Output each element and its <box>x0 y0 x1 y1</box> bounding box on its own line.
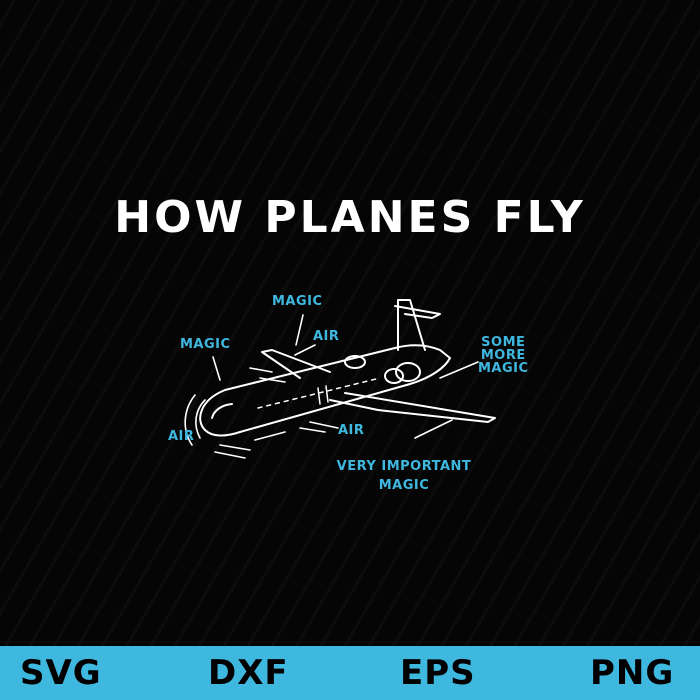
airflow-arrow <box>249 367 273 373</box>
airflow-arrow <box>195 399 206 439</box>
airplane-drawing <box>199 299 496 437</box>
arrow-air-top <box>294 344 316 356</box>
door <box>317 385 329 405</box>
cockpit-window <box>211 403 233 419</box>
near-wing <box>329 392 496 423</box>
horizontal-stabilizer <box>394 305 441 319</box>
label-air-left: AIR <box>168 429 195 444</box>
airflow-arrow <box>299 427 326 433</box>
engine-top <box>344 355 366 369</box>
label-magic-left: MAGIC <box>180 337 231 352</box>
airflow-arrow <box>219 444 251 451</box>
airflow-arrow <box>259 377 286 383</box>
arrow-very-important-magic <box>414 419 453 439</box>
arrow-magic-left <box>212 356 221 381</box>
label-very-important-magic: VERY IMPORTANT MAGIC <box>328 460 480 492</box>
arrow-magic-top <box>295 314 304 346</box>
format-bar: SVG DXF EPS PNG <box>0 646 700 700</box>
airflow-arrow <box>214 451 246 459</box>
format-png: PNG <box>590 653 675 693</box>
label-air-top: AIR <box>313 329 340 344</box>
arrow-some-more-magic <box>439 361 479 379</box>
label-some-more-magic: SOME MORE MAGIC <box>478 336 529 375</box>
airflow-arrow <box>184 394 196 446</box>
engine-rear <box>395 362 421 382</box>
label-line: SOME <box>481 335 526 350</box>
label-line: MAGIC <box>478 361 529 376</box>
page-title: HOW PLANES FLY <box>114 192 586 243</box>
label-line: MAGIC <box>378 478 430 493</box>
tail-fin <box>397 299 426 351</box>
label-air-bottom: AIR <box>338 423 365 438</box>
airflow-arrow <box>254 431 286 441</box>
fuselage <box>199 344 451 437</box>
label-line: VERY IMPORTANT <box>336 459 472 474</box>
label-line: MORE <box>480 348 526 363</box>
format-dxf: DXF <box>208 653 289 693</box>
format-eps: EPS <box>400 653 476 693</box>
airflow-arrows <box>184 314 479 459</box>
arrow-air-bottom <box>309 421 339 429</box>
engine-front <box>384 368 404 384</box>
format-svg: SVG <box>20 653 102 693</box>
label-magic-top: MAGIC <box>272 294 323 309</box>
far-wing <box>261 349 331 379</box>
